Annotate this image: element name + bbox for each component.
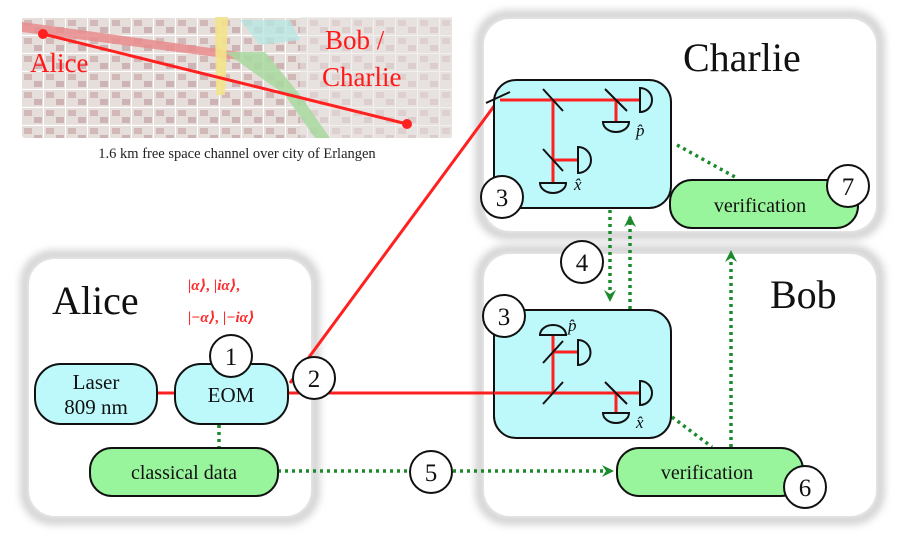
- beam-splitter: [542, 88, 564, 112]
- classical-data-box: classical data: [89, 447, 279, 497]
- detector-label-p: p̂: [635, 121, 645, 140]
- beam-splitter: [542, 340, 564, 364]
- step-marker-1: 1: [209, 334, 253, 378]
- map-inset: Alice Bob / Charlie 1.6 km free space ch…: [22, 17, 452, 162]
- svg-text:4: 4: [576, 250, 589, 277]
- charlie-detection-box: p̂ x̂: [485, 79, 672, 209]
- verification-bob-label: verification: [661, 462, 753, 484]
- beam-to-charlie: [288, 97, 502, 384]
- svg-text:6: 6: [799, 475, 812, 502]
- detector-icon: [639, 379, 653, 407]
- map-label-alice: Alice: [30, 48, 88, 78]
- detector-icon: [601, 121, 631, 133]
- step-marker-2: 2: [292, 356, 336, 400]
- map-yellow-road: [215, 17, 228, 95]
- step-marker-3-bob: 3: [482, 294, 526, 338]
- laser-label-line1: Laser: [73, 370, 120, 394]
- map-main-road: [22, 22, 240, 60]
- svg-text:1: 1: [225, 344, 238, 371]
- detector-icon: [538, 324, 568, 336]
- title-bob: Bob: [770, 272, 837, 317]
- laser-box: Laser 809 nm: [34, 363, 158, 425]
- svg-text:2: 2: [308, 366, 321, 393]
- detector-label-x: x̂: [573, 175, 582, 194]
- svg-text:5: 5: [425, 460, 438, 487]
- step-marker-4: 4: [560, 240, 604, 284]
- detector-label-p: p̂: [567, 316, 577, 335]
- detector-icon: [538, 182, 568, 194]
- title-charlie: Charlie: [683, 35, 801, 80]
- title-alice: Alice: [52, 278, 139, 323]
- map-label-bob: Bob /: [325, 25, 385, 55]
- laser-label-line2: 809 nm: [64, 395, 128, 419]
- beam-splitter: [604, 88, 628, 112]
- detector-icon: [577, 338, 592, 367]
- beam-splitter: [604, 381, 628, 405]
- svg-text:7: 7: [842, 174, 855, 201]
- map-park: [225, 52, 330, 138]
- map-alice-dot: [38, 29, 48, 39]
- svg-text:3: 3: [498, 304, 511, 331]
- step-marker-3-charlie: 3: [480, 175, 524, 219]
- bob-detection-box: p̂ x̂: [493, 309, 672, 439]
- link-bob-box-to-verification: [670, 415, 714, 449]
- svg-text:3: 3: [496, 185, 509, 212]
- verification-charlie-box: verification: [669, 179, 859, 229]
- map-bob-dot: [402, 119, 412, 129]
- detector-icon: [577, 145, 592, 175]
- alice-states-line2: |−α⟩, |−iα⟩: [188, 310, 255, 326]
- map-channel-line: [42, 32, 408, 126]
- step-marker-7: 7: [826, 164, 870, 208]
- map-caption: 1.6 km free space channel over city of E…: [98, 146, 376, 162]
- detector-icon: [601, 412, 631, 424]
- detector-label-x: x̂: [635, 413, 644, 432]
- eom-label: EOM: [208, 383, 255, 407]
- verification-bob-box: verification: [616, 447, 804, 497]
- mirror: [485, 91, 511, 104]
- step-marker-6: 6: [783, 465, 827, 509]
- map-label-charlie: Charlie: [322, 62, 401, 92]
- classical-data-label: classical data: [131, 462, 237, 484]
- verification-charlie-label: verification: [714, 195, 806, 217]
- detector-icon: [639, 86, 653, 114]
- beam-splitter: [542, 381, 564, 405]
- alice-states-line1: |α⟩, |iα⟩,: [188, 278, 240, 294]
- beam-splitter: [542, 148, 564, 172]
- step-marker-5: 5: [409, 450, 453, 494]
